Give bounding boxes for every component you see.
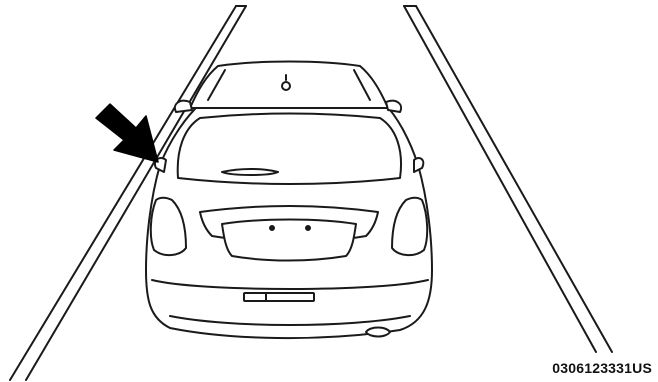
arrow-icon — [96, 104, 158, 162]
figure-id-label: 0306123331US — [552, 360, 652, 376]
left-mirror — [175, 101, 192, 112]
right-lane-line — [404, 6, 612, 352]
antenna-icon — [282, 82, 290, 90]
car — [146, 62, 432, 339]
rear-window — [178, 114, 401, 185]
right-mirror — [386, 101, 401, 112]
exhaust — [366, 328, 390, 337]
license-plate-area — [222, 220, 356, 261]
